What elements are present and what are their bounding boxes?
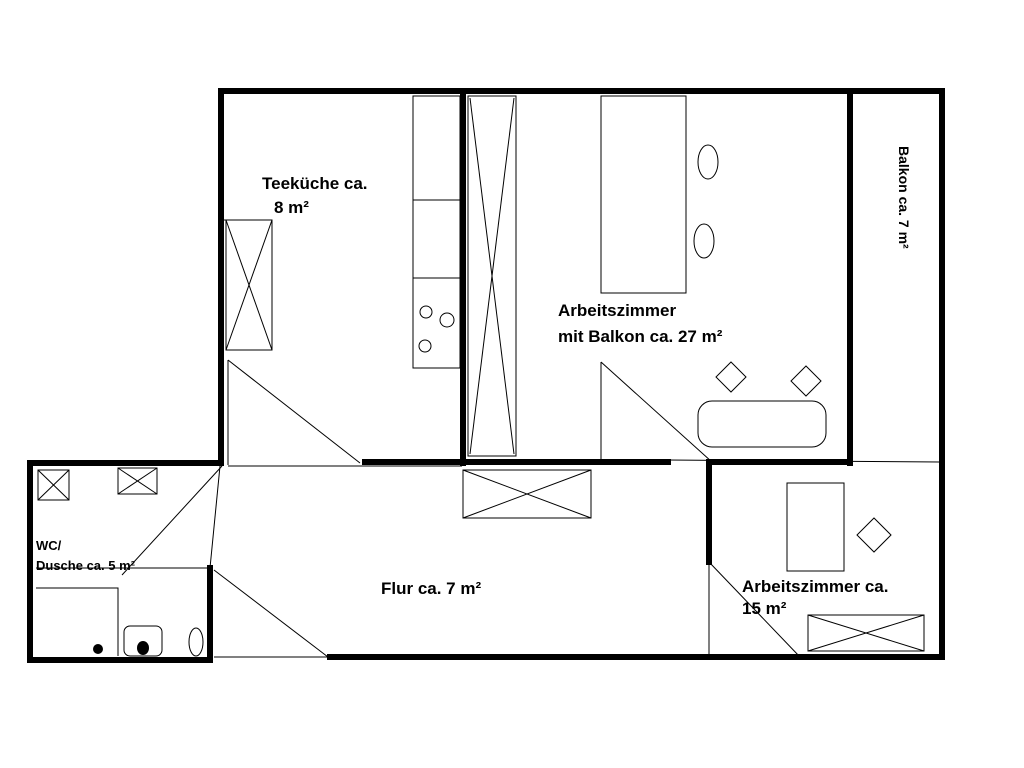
balcony-label: Balkon ca. 7 m² [896,146,912,249]
shower-tray [36,587,119,656]
stove-burner-icon [439,312,455,328]
kitchen-label-line1: Teeküche ca. [262,174,368,193]
thin-lines [36,95,941,658]
office-small-label-line1: Arbeitszimmer ca. [742,577,888,596]
window-cross [225,219,273,351]
office-small-label: Arbeitszimmer ca. 15 m² [742,577,893,618]
kitchen-label-line2: 8 m² [274,198,309,217]
door-swing [121,465,223,576]
walls [27,88,945,663]
office-large-label-line2: mit Balkon ca. 27 m² [558,327,723,346]
tap-icon [137,641,149,655]
wardrobe-cross [462,469,592,519]
wc-label-line1: WC/ [36,538,62,553]
door-swing [600,361,713,463]
chair-icon [856,517,892,553]
hall-label: Flur ca. 7 m² [381,579,481,598]
wc-window [37,469,70,501]
armchair-icon [715,361,747,393]
sofa [697,400,827,448]
kitchen-window [225,219,273,351]
wardrobe [467,95,517,457]
office-large-label: Arbeitszimmer mit Balkon ca. 27 m² [558,301,723,346]
door-swing [708,561,801,658]
stove-burner-icon [418,339,432,353]
radiator [807,614,925,652]
wc-label: WC/ Dusche ca. 5 m² [36,538,136,573]
small-desk [786,482,845,572]
chair-icon [697,144,719,180]
wc-label-line2: Dusche ca. 5 m² [36,558,136,573]
chair-icon [693,223,715,259]
hall-wardrobe [462,469,592,519]
door-swing [227,359,361,464]
radiator-cross [807,614,925,652]
sink [123,625,163,657]
stove-burner-icon [419,305,433,319]
toilet-icon [188,627,204,657]
drain-icon [93,644,103,654]
armchair-icon [790,365,822,397]
window-cross [117,467,158,495]
desk [600,95,687,294]
door-swing [213,569,329,658]
office-large-label-line1: Arbeitszimmer [558,301,676,320]
office-small-label-line2: 15 m² [742,599,787,618]
kitchen-label: Teeküche ca. 8 m² [262,174,372,217]
window-cross [37,469,70,501]
fixture-details [93,641,149,655]
wardrobe-cross [469,97,515,455]
door-line [209,465,221,569]
wc-window [117,467,158,495]
